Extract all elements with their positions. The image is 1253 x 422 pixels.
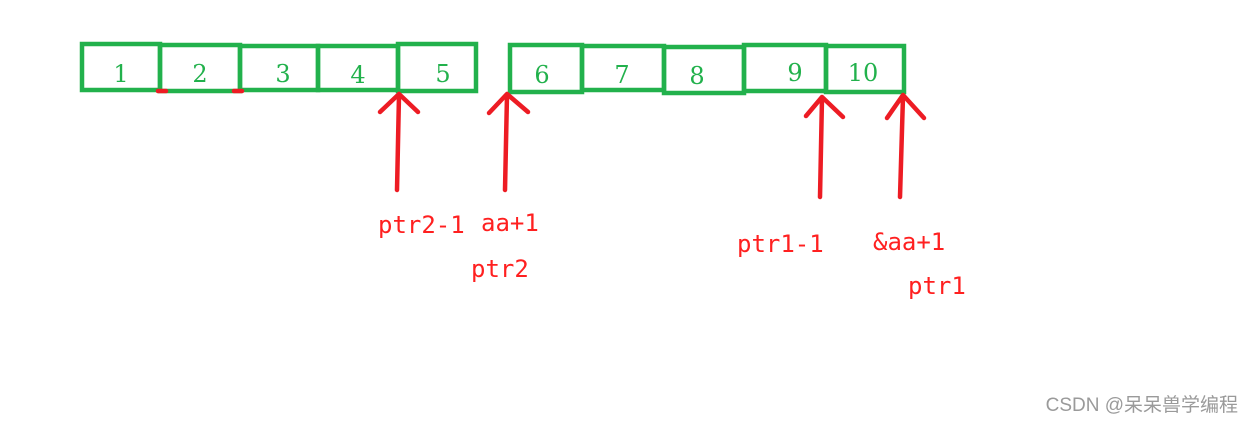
cell-value-7: 7 [614,61,629,89]
cell-value-4: 4 [350,61,365,89]
cell-value-9: 9 [787,59,802,87]
label-ptr1-minus-1: ptr1-1 [737,230,824,258]
arrow-shaft [502,92,510,193]
arrow-head [803,94,846,120]
cell-value-3: 3 [275,60,290,88]
label-addr-aa-plus-1: &aa+1 [873,228,945,256]
cell-box-5 [395,41,479,94]
label-ptr2: ptr2 [471,255,529,283]
label-aa-plus-1: aa+1 [481,209,539,237]
arrow-ptr1 [884,92,927,200]
pointer-labels: ptr2-1 aa+1 ptr2 ptr1-1 &aa+1 ptr1 [378,209,966,300]
arrow-head [486,91,531,116]
cell-value-10: 10 [848,59,879,87]
cell-value-1: 1 [113,60,128,88]
cell-value-5: 5 [435,60,450,88]
pointer-arrows [377,91,927,200]
cell-value-2: 2 [192,60,207,88]
arrow-ptr1-minus-1 [803,94,846,200]
cell-value-6: 6 [534,61,549,89]
cell-box-9 [741,42,829,94]
cell-values: 1 2 3 4 5 6 7 8 9 10 [113,59,878,90]
arrow-head [884,92,927,121]
arrow-shaft [817,95,825,200]
arrow-head [377,91,421,115]
array-cells [79,41,907,96]
cell-box-10 [823,43,907,95]
arrow-shaft [897,93,906,200]
label-ptr2-minus-1: ptr2-1 [378,211,465,239]
cell-value-8: 8 [689,62,704,90]
arrow-shaft [394,92,402,193]
arrow-ptr2-minus-1 [377,91,421,193]
watermark: CSDN @呆呆兽学编程 [1046,394,1238,416]
label-ptr1: ptr1 [908,272,966,300]
arrow-ptr2 [486,91,531,193]
